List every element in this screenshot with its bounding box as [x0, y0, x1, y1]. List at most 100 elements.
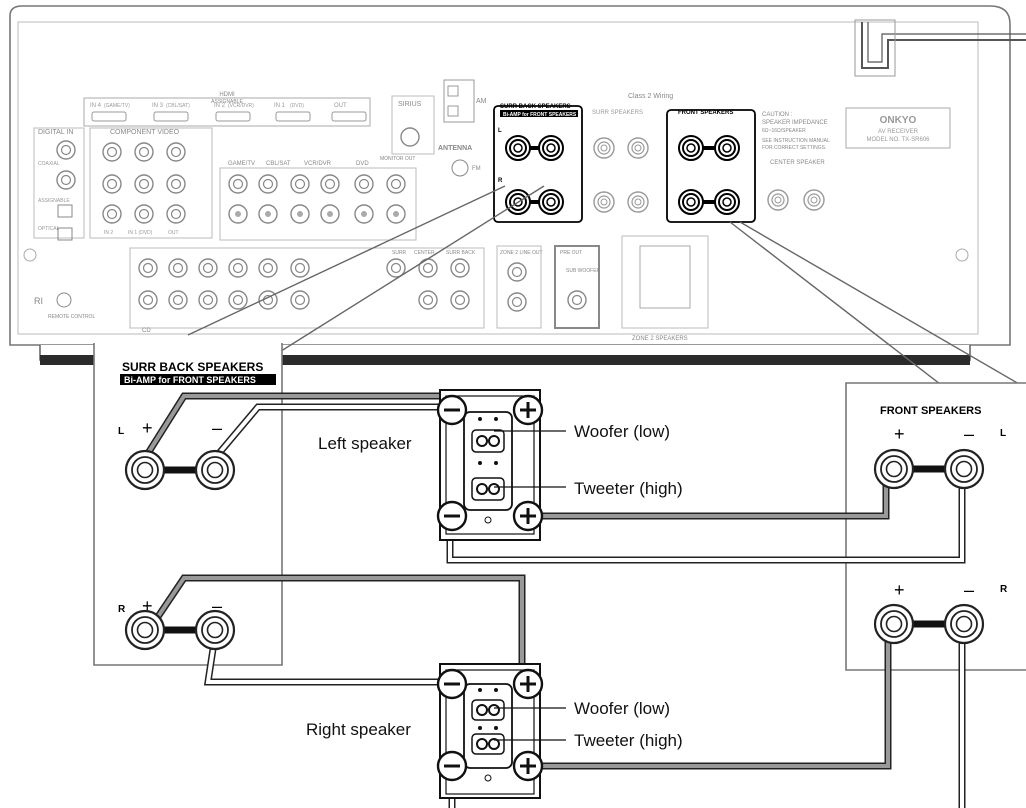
- right-speaker-tweeter-minus: [436, 750, 468, 782]
- right-speaker-box: [436, 663, 544, 799]
- callout-lines: [494, 430, 566, 741]
- svg-text:+: +: [894, 424, 905, 444]
- svg-text:IN 1 (DVD): IN 1 (DVD): [128, 230, 153, 236]
- svg-text:L: L: [1000, 428, 1006, 439]
- component-video-label: COMPONENT VIDEO: [110, 129, 180, 136]
- svg-text:SPEAKER IMPEDANCE: SPEAKER IMPEDANCE: [762, 120, 828, 126]
- svg-text:–: –: [964, 580, 974, 600]
- svg-text:–: –: [212, 596, 222, 616]
- hdmi-in1-sub: (DVD): [290, 103, 304, 109]
- zoom-lines: [187, 185, 1026, 389]
- antenna-label: ANTENNA: [438, 145, 472, 152]
- right-panel-terminals: [873, 448, 985, 645]
- svg-text:SEE INSTRUCTION MANUAL: SEE INSTRUCTION MANUAL: [762, 138, 830, 144]
- right-speaker-woofer-minus: [436, 668, 468, 700]
- svg-text:CAUTION :: CAUTION :: [762, 112, 793, 118]
- svg-text:OUT: OUT: [168, 230, 179, 236]
- speaker-labels: Left speaker Right speaker Woofer (low) …: [306, 422, 683, 750]
- svg-text:GAME/TV: GAME/TV: [228, 161, 255, 167]
- hdmi-in3-sub: (CBL/SAT): [166, 103, 190, 109]
- surr-back-left-minus-terminal: [194, 449, 236, 491]
- am-label: AM: [476, 98, 487, 105]
- hdmi-in2-label: IN 2: [214, 103, 226, 109]
- surr-back-left-plus-terminal: [124, 449, 166, 491]
- svg-text:ZONE 2 LINE OUT: ZONE 2 LINE OUT: [500, 250, 543, 256]
- fm-label: FM: [472, 166, 481, 172]
- svg-text:SURR SPEAKERS: SURR SPEAKERS: [592, 110, 643, 116]
- svg-text:CENTER: CENTER: [414, 250, 435, 256]
- front-right-minus-terminal: [943, 603, 985, 645]
- svg-text:MONITOR OUT: MONITOR OUT: [380, 156, 415, 162]
- svg-text:SURR BACK: SURR BACK: [446, 250, 476, 256]
- left-speaker-tweeter-plus: [512, 500, 544, 532]
- left-speaker-box: [436, 389, 544, 541]
- left-speaker-woofer-plus: [512, 394, 544, 426]
- left-speaker-label: Left speaker: [318, 434, 412, 453]
- svg-text:SURR BACK SPEAKERS: SURR BACK SPEAKERS: [500, 104, 571, 110]
- brand-logo: ONKYO: [880, 115, 917, 126]
- svg-text:–: –: [212, 418, 222, 438]
- svg-text:PRE OUT: PRE OUT: [560, 250, 582, 256]
- svg-text:6Ω~16Ω/SPEAKER: 6Ω~16Ω/SPEAKER: [762, 128, 806, 134]
- sirius-label: SIRIUS: [398, 101, 422, 108]
- svg-text:FRONT SPEAKERS: FRONT SPEAKERS: [678, 110, 733, 116]
- left-panel-title: SURR BACK SPEAKERS: [122, 360, 263, 374]
- svg-text:ZONE 2 SPEAKERS: ZONE 2 SPEAKERS: [632, 336, 688, 342]
- surr-back-right-minus-terminal: [194, 609, 236, 651]
- left-panel-subtitle: Bi-AMP for FRONT SPEAKERS: [124, 375, 256, 385]
- svg-text:R: R: [118, 604, 126, 615]
- svg-text:RI: RI: [34, 296, 43, 306]
- svg-text:+: +: [142, 418, 153, 438]
- left-panel-terminals: [124, 449, 236, 651]
- svg-text:IN 2: IN 2: [104, 230, 113, 236]
- hdmi-label: HDMI: [219, 92, 235, 98]
- left-woofer-label: Woofer (low): [574, 422, 670, 441]
- surr-back-right-plus-terminal: [124, 609, 166, 651]
- svg-text:L: L: [118, 426, 124, 437]
- receiver-back-panel: HDMI ASSIGNABLE IN 4 (GAME/TV) IN 3 (CBL…: [9, 5, 1026, 365]
- front-left-minus-terminal: [943, 448, 985, 490]
- hdmi-in2-sub: (VCR/DVR): [228, 103, 254, 109]
- optical-label: OPTICAL: [38, 226, 60, 232]
- hdmi-in4-sub: (GAME/TV): [104, 103, 130, 109]
- svg-text:+: +: [894, 580, 905, 600]
- hdmi-out-label: OUT: [334, 103, 347, 109]
- svg-text:–: –: [964, 424, 974, 444]
- svg-text:+: +: [142, 596, 153, 616]
- svg-text:FOR CORRECT SETTINGS.: FOR CORRECT SETTINGS.: [762, 145, 826, 151]
- svg-text:SURR: SURR: [392, 250, 407, 256]
- hdmi-in3-label: IN 3: [152, 103, 164, 109]
- left-tweeter-label: Tweeter (high): [574, 479, 683, 498]
- right-woofer-label: Woofer (low): [574, 699, 670, 718]
- svg-text:L: L: [498, 128, 502, 134]
- svg-text:VCR/DVR: VCR/DVR: [304, 161, 332, 167]
- hdmi-in4-label: IN 4: [90, 103, 102, 109]
- svg-text:CENTER SPEAKER: CENTER SPEAKER: [770, 160, 825, 166]
- digital-in-label: DIGITAL IN: [38, 129, 73, 136]
- right-panel-title: FRONT SPEAKERS: [880, 405, 981, 417]
- right-speaker-woofer-plus: [512, 668, 544, 700]
- svg-text:ASSIGNABLE: ASSIGNABLE: [38, 198, 70, 204]
- svg-text:REMOTE CONTROL: REMOTE CONTROL: [48, 314, 95, 320]
- right-tweeter-label: Tweeter (high): [574, 731, 683, 750]
- cd-label: CD: [142, 328, 151, 334]
- front-left-plus-terminal: [873, 448, 915, 490]
- svg-text:Bi-AMP for FRONT SPEAKERS: Bi-AMP for FRONT SPEAKERS: [503, 112, 577, 118]
- left-speaker-tweeter-minus: [436, 500, 468, 532]
- hdmi-assignable: ASSIGNABLE: [211, 99, 243, 105]
- svg-text:CBL/SAT: CBL/SAT: [266, 161, 291, 167]
- svg-text:R: R: [498, 178, 503, 184]
- svg-text:AV RECEIVER: AV RECEIVER: [878, 129, 919, 135]
- surr-back-enlarged-panel: SURR BACK SPEAKERS Bi-AMP for FRONT SPEA…: [93, 343, 283, 666]
- svg-text:SUB WOOFER: SUB WOOFER: [566, 268, 601, 274]
- left-speaker-woofer-minus: [436, 394, 468, 426]
- svg-text:R: R: [1000, 584, 1008, 595]
- right-speaker-label: Right speaker: [306, 720, 411, 739]
- coaxial-label: COAXIAL: [38, 161, 60, 167]
- right-speaker-tweeter-plus: [512, 750, 544, 782]
- svg-text:MODEL NO. TX-SR606: MODEL NO. TX-SR606: [866, 137, 930, 143]
- hdmi-in1-label: IN 1: [274, 103, 286, 109]
- front-right-plus-terminal: [873, 603, 915, 645]
- class2-label: Class 2 Wiring: [628, 93, 673, 100]
